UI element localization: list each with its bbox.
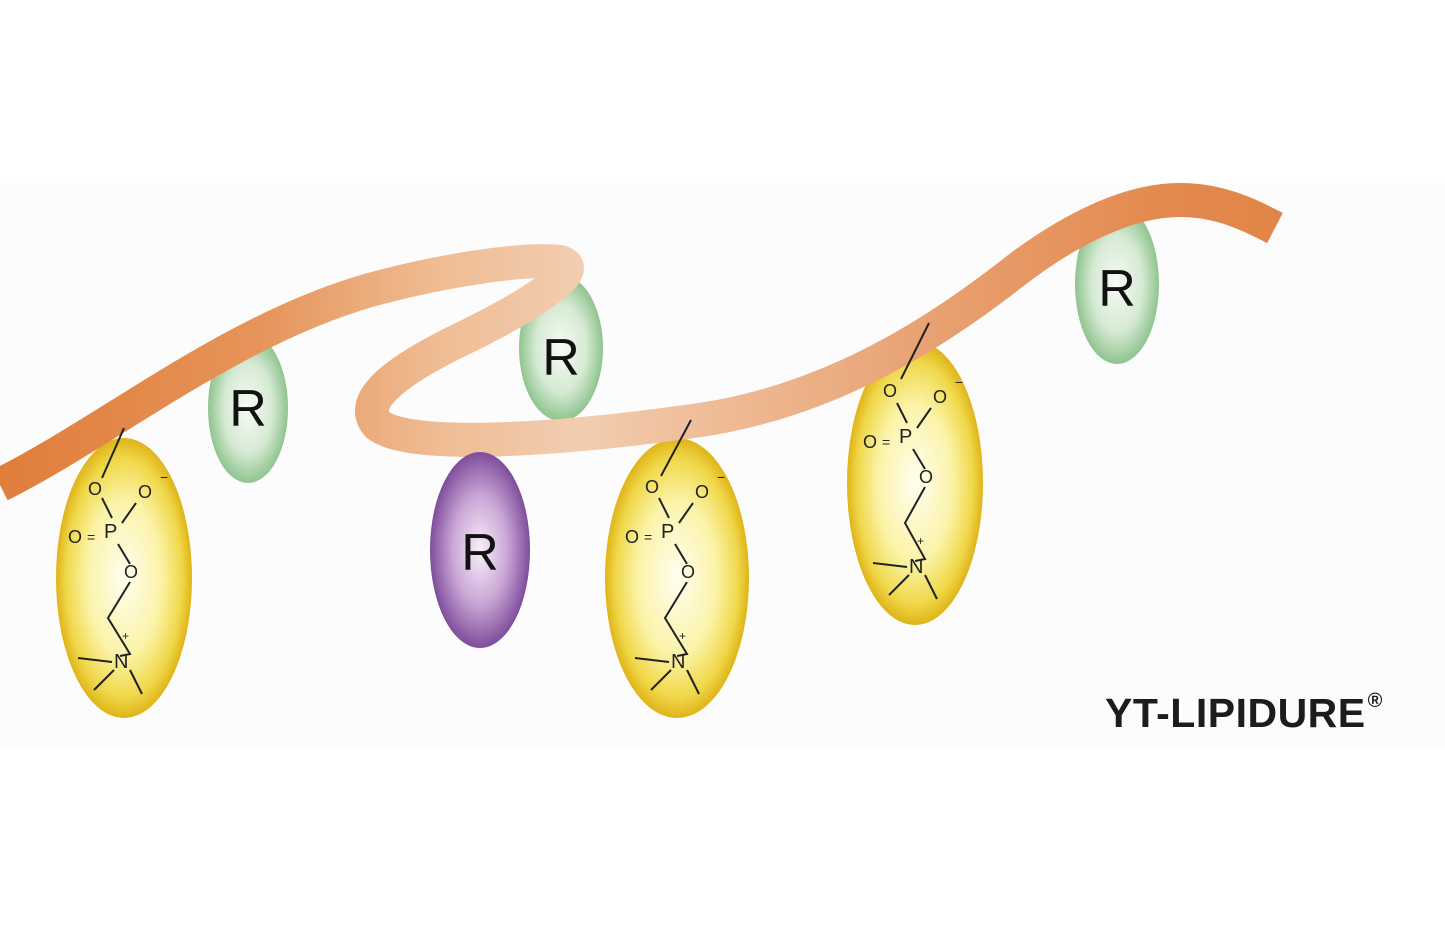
svg-text:O: O <box>863 432 877 452</box>
svg-text:+: + <box>679 629 686 643</box>
svg-text:=: = <box>882 434 890 450</box>
svg-text:O: O <box>919 467 933 487</box>
svg-text:O: O <box>625 527 639 547</box>
r-group-label-3: R <box>461 524 499 582</box>
r-group-ellipse-3 <box>430 452 530 648</box>
svg-text:P: P <box>899 426 912 448</box>
brand-name: YT-LIPIDURE <box>1105 690 1366 736</box>
registered-mark: ® <box>1367 690 1383 712</box>
r-group-ellipse-4 <box>1075 204 1159 364</box>
svg-text:O: O <box>138 482 152 502</box>
svg-text:O: O <box>645 477 659 497</box>
pc-group-1 <box>56 438 192 718</box>
svg-text:+: + <box>122 629 129 643</box>
svg-text:O: O <box>695 482 709 502</box>
svg-text:O: O <box>681 562 695 582</box>
pc-structure-1: O P O − O = O + N <box>68 427 168 695</box>
pc-structure-2: O P O − O = O + N <box>625 419 725 695</box>
svg-text:P: P <box>104 521 117 543</box>
polymer-backbone <box>0 183 1283 501</box>
svg-text:O: O <box>68 527 82 547</box>
svg-text:−: − <box>160 469 168 485</box>
svg-text:−: − <box>717 469 725 485</box>
r-group-label-1: R <box>229 380 267 438</box>
svg-text:−: − <box>955 374 963 390</box>
pc-group-3 <box>847 341 983 625</box>
svg-text:P: P <box>661 521 674 543</box>
svg-text:N: N <box>114 651 128 673</box>
svg-text:+: + <box>917 534 924 548</box>
svg-text:O: O <box>883 381 897 401</box>
svg-text:N: N <box>671 651 685 673</box>
svg-text:=: = <box>87 529 95 545</box>
r-group-label-4: R <box>1098 260 1136 318</box>
pc-structure-3: O P O − O = O + N <box>863 322 963 600</box>
svg-text:O: O <box>88 479 102 499</box>
svg-text:N: N <box>909 556 923 578</box>
svg-text:O: O <box>933 387 947 407</box>
r-group-label-2: R <box>542 329 580 387</box>
brand-label: YT-LIPIDURE® <box>1105 690 1383 737</box>
r-group-ellipse-1 <box>208 333 288 483</box>
pc-group-2 <box>605 438 749 718</box>
svg-text:O: O <box>124 562 138 582</box>
svg-text:=: = <box>644 529 652 545</box>
